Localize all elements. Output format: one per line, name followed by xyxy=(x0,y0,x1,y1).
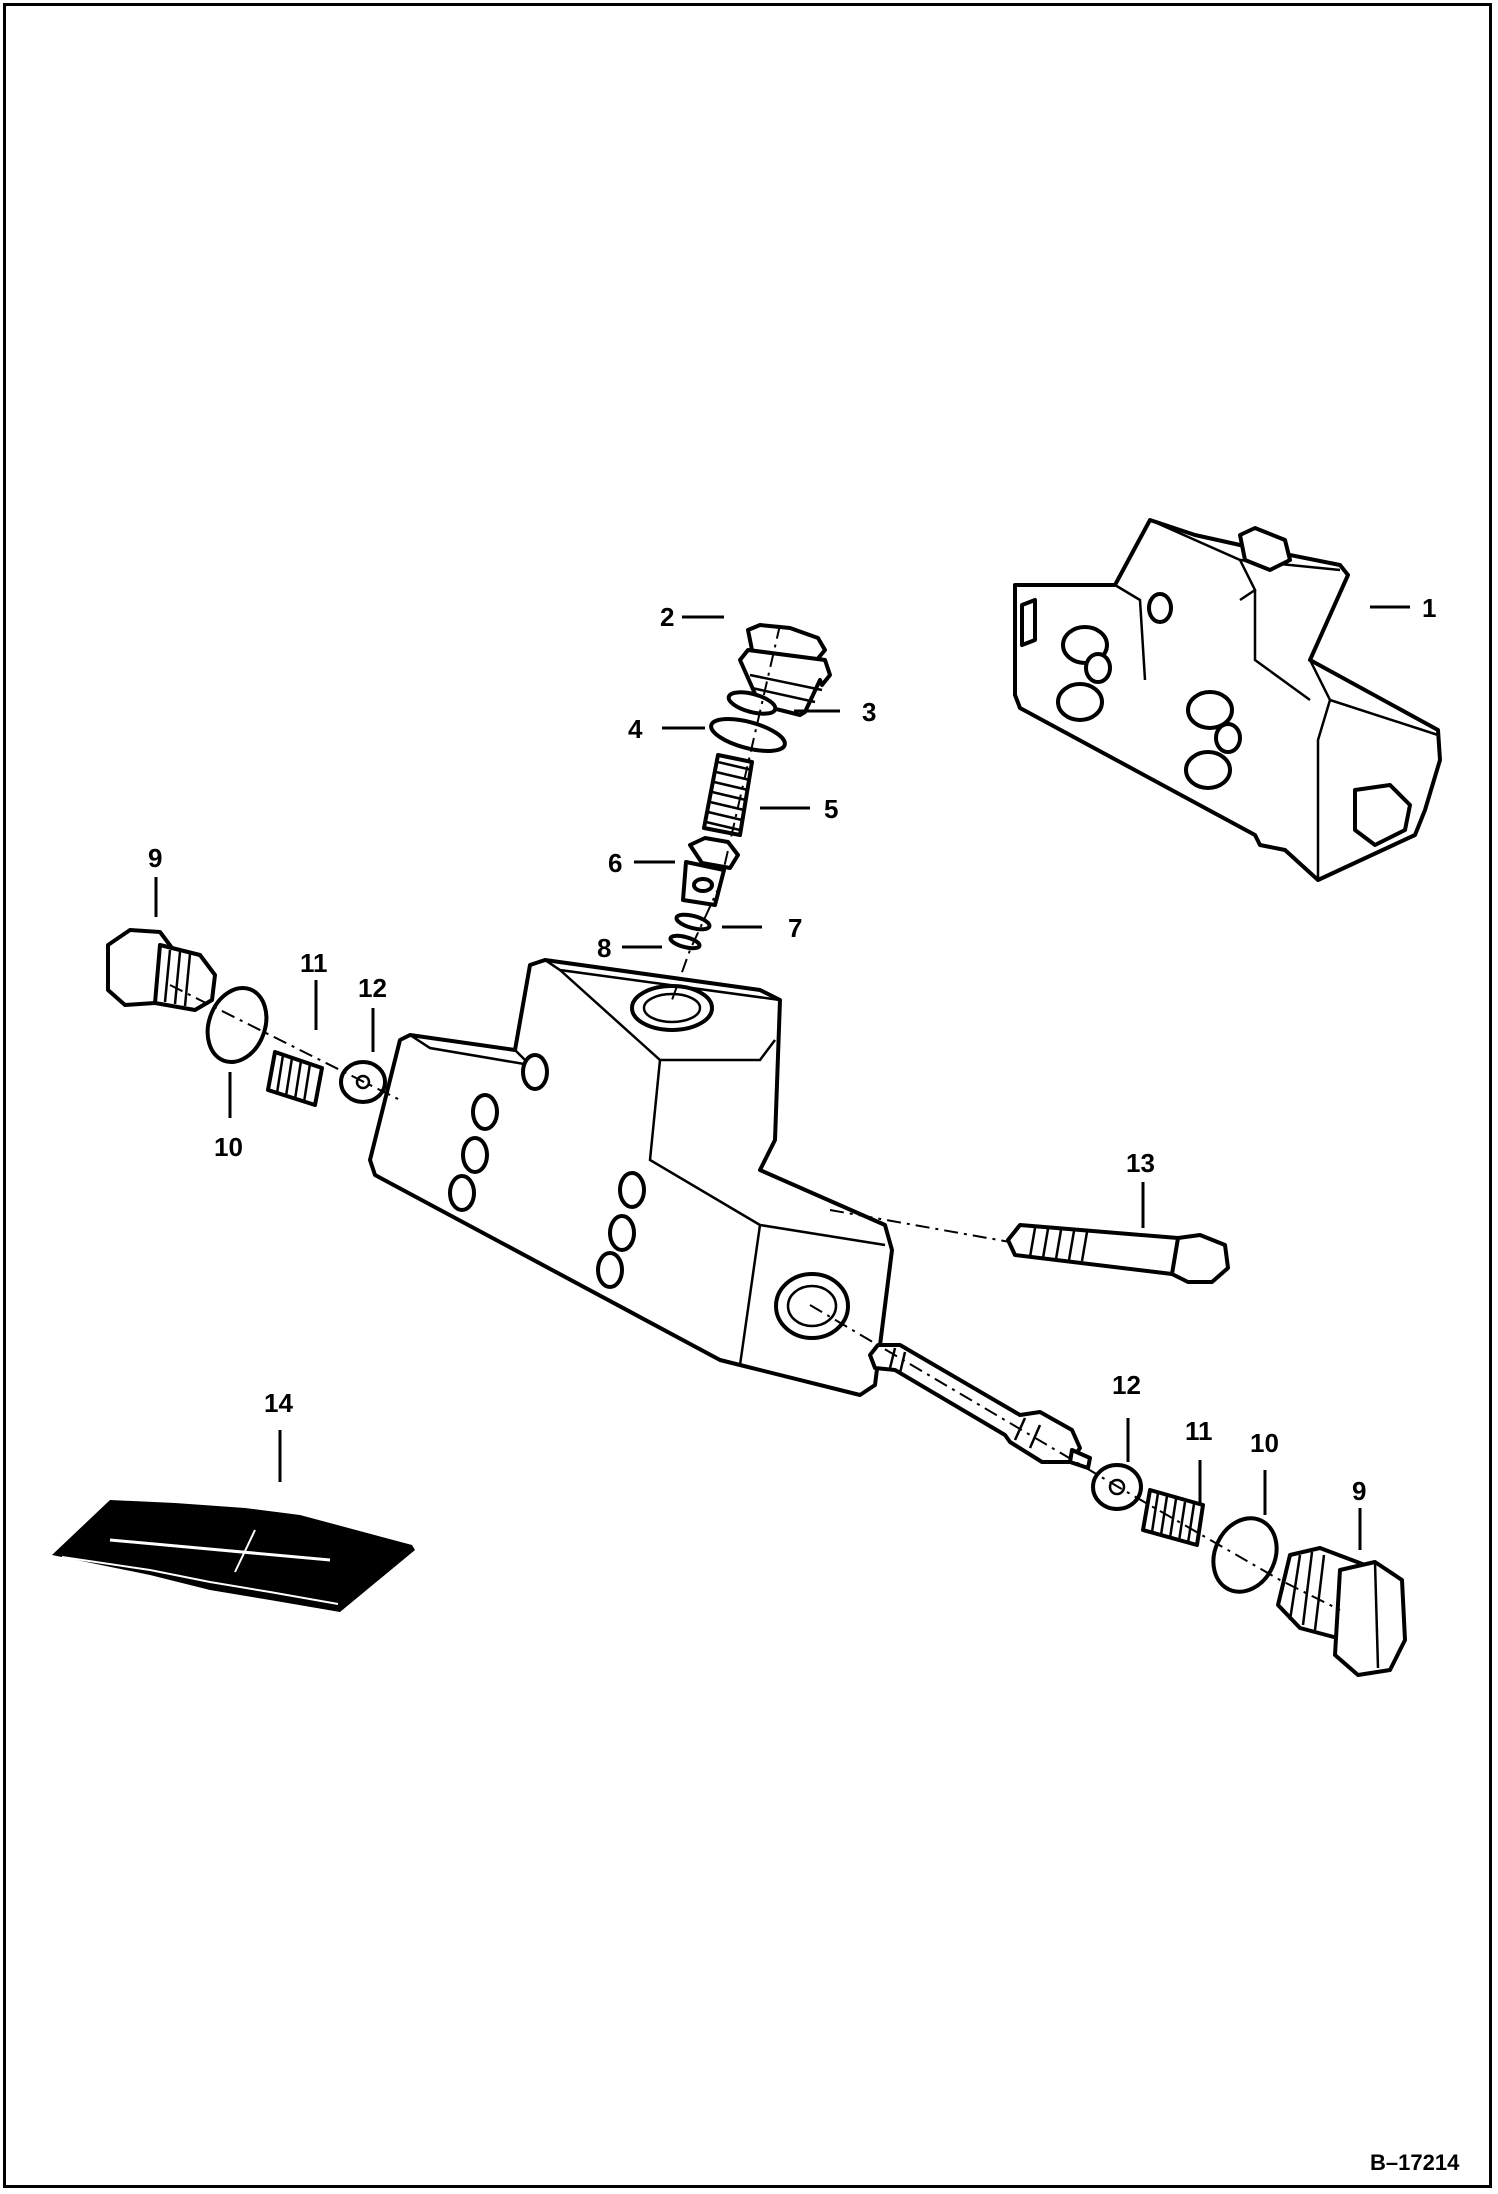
ring-part-8 xyxy=(668,933,702,951)
bolt-part-13 xyxy=(1006,1223,1230,1284)
callout-2: 2 xyxy=(660,602,674,632)
callout-8: 8 xyxy=(597,933,611,963)
right-spring-part-11 xyxy=(1141,1488,1205,1547)
leader-lines xyxy=(154,605,1410,1550)
callout-5: 5 xyxy=(824,794,838,824)
callout-10-left: 10 xyxy=(214,1132,243,1162)
valve-assembly-part-1 xyxy=(1013,518,1442,882)
body-ports xyxy=(448,1053,646,1289)
left-o-ring-part-10 xyxy=(205,986,269,1064)
o-ring-part-4 xyxy=(709,717,787,753)
backup-ring-part-3 xyxy=(726,690,778,716)
seal-kit-part-14 xyxy=(52,1500,415,1612)
callout-1: 1 xyxy=(1422,593,1436,623)
assembly-axes xyxy=(169,624,1341,1611)
right-o-ring-part-10 xyxy=(1211,1516,1279,1594)
callout-labels: 1 2 3 4 5 6 7 8 9 10 11 12 13 14 12 11 1… xyxy=(148,593,1436,1506)
left-spring-part-11 xyxy=(266,1050,324,1107)
spring-part-5 xyxy=(702,753,754,837)
callout-11-right: 11 xyxy=(1185,1416,1213,1446)
callout-13: 13 xyxy=(1126,1148,1155,1178)
callout-9-right: 9 xyxy=(1352,1476,1366,1506)
callout-4: 4 xyxy=(628,714,643,744)
callout-7: 7 xyxy=(788,913,802,943)
poppet-part-6 xyxy=(681,836,740,907)
callout-12-left: 12 xyxy=(358,973,387,1003)
port-fittings xyxy=(1020,598,1412,847)
callout-12-right: 12 xyxy=(1112,1370,1141,1400)
callout-9-left: 9 xyxy=(148,843,162,873)
callout-10-right: 10 xyxy=(1250,1428,1279,1458)
callout-14: 14 xyxy=(264,1388,293,1418)
left-plug-part-9 xyxy=(106,928,217,1012)
right-plug-part-9 xyxy=(1276,1546,1407,1677)
callout-3: 3 xyxy=(862,697,876,727)
valve-body-main xyxy=(368,958,894,1397)
callout-6: 6 xyxy=(608,848,622,878)
spool-rod xyxy=(868,1343,1092,1470)
callout-11-left: 11 xyxy=(300,948,328,978)
figure-reference-code: B–17214 xyxy=(1370,2150,1460,2175)
